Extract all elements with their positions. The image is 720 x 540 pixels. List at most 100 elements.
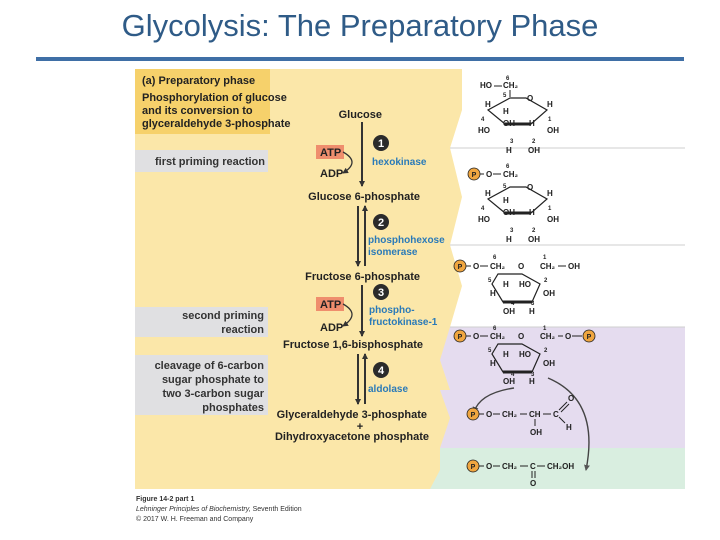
step-4-number: 4: [378, 365, 385, 377]
structure-label: 3: [531, 372, 535, 378]
figure-caption: Figure 14-2 part 1 Lehninger Principles …: [136, 495, 302, 525]
structure-label: 6: [506, 76, 510, 82]
step-1-enzyme: hexokinase: [372, 157, 427, 168]
structure-label: H: [547, 100, 553, 109]
structure-label: OH: [528, 146, 540, 155]
step-4-enzyme: aldolase: [368, 384, 408, 395]
structure-label: O: [473, 262, 479, 271]
bond-line: [342, 303, 353, 327]
caption-figure-number: Figure 14-2 part 1: [136, 496, 195, 503]
caption-copyright: © 2017 W. H. Freeman and Company: [136, 516, 254, 523]
structure-label: P: [458, 264, 463, 271]
structure-label: OH: [547, 126, 559, 135]
second-priming-label-line2: reaction: [221, 324, 264, 336]
step-3-atp: ATP: [320, 299, 341, 311]
structure-label: O: [530, 479, 536, 488]
structure-label: 6: [493, 255, 497, 261]
structure-label: O: [486, 410, 492, 419]
structure-label: H: [503, 350, 509, 359]
structure-band-g6p: [450, 148, 685, 245]
structure-label: 3: [510, 139, 514, 145]
structure-label: CH₂: [502, 462, 518, 471]
metabolite-fructose-1-6-bisphosphate: Fructose 1,6-bisphosphate: [283, 339, 423, 351]
structure-label: CH₂OH: [547, 462, 574, 471]
structure-label: O: [527, 94, 533, 103]
structure-label: C: [530, 462, 536, 471]
structure-label: CH: [529, 410, 541, 419]
structure-fructose-1-6-bisphosphate: P O CH₂ 6 O CH₂ 1 O P 5 2 H HO H OH 4 3 …: [453, 326, 596, 386]
structure-label: 4: [511, 372, 515, 378]
structure-label: HO: [478, 215, 490, 224]
caption-source: Lehninger Principles of Biochemistry, Se…: [136, 505, 302, 515]
structure-label: H: [566, 423, 572, 432]
bond-line: [342, 151, 353, 174]
first-priming-label: first priming reaction: [155, 156, 265, 168]
metabolite-fructose-6-phosphate: Fructose 6-phosphate: [305, 271, 420, 283]
structure-label: H: [547, 189, 553, 198]
structure-label: 5: [503, 93, 507, 99]
structure-band-f6p: [450, 245, 685, 327]
second-priming-label-line1: second priming: [182, 310, 264, 322]
structure-label: P: [472, 172, 477, 179]
cleavage-label-line2: sugar phosphate to: [162, 374, 264, 386]
cleavage-box: [135, 355, 268, 415]
bond-line: [558, 416, 566, 424]
structure-label: 2: [544, 278, 548, 284]
structure-label: H: [503, 107, 509, 116]
step-1-atp-highlight: [316, 145, 344, 159]
metabolite-glucose: Glucose: [339, 109, 382, 121]
structure-label: CH₂: [490, 262, 506, 271]
structure-label: OH: [503, 377, 515, 386]
step-3-circle: [373, 284, 389, 300]
step-1-circle: [373, 135, 389, 151]
panel-heading-box: [135, 69, 270, 134]
structure-label: OH: [503, 208, 515, 217]
structure-label: H: [490, 289, 496, 298]
structure-label: CH₂: [502, 410, 518, 419]
panel-subheading-line2: and its conversion to: [142, 105, 253, 117]
panel-heading: (a) Preparatory phase: [142, 75, 255, 87]
structure-label: OH: [547, 215, 559, 224]
second-priming-box: [135, 307, 268, 337]
structure-glucose: HO CH₂ 6 5 O H H H 4 1 OH H HO OH 3 2 H …: [478, 76, 559, 155]
structure-label: O: [518, 262, 524, 271]
step-3-atp-highlight: [316, 297, 344, 311]
step-3-adp: ADP: [320, 322, 343, 334]
structure-band-f16bp: [440, 327, 685, 390]
structure-label: P: [587, 334, 592, 341]
metabolite-plus: +: [357, 421, 363, 433]
structure-label: H: [529, 119, 535, 128]
structure-label: O: [565, 332, 571, 341]
structure-label: HO: [480, 81, 492, 90]
structure-label: O: [486, 170, 492, 179]
structure-label: OH: [543, 359, 555, 368]
structure-label: O: [527, 183, 533, 192]
structure-label: 4: [481, 117, 485, 123]
step-3-enzyme-line1: phospho-: [369, 305, 415, 316]
structure-label: H: [506, 235, 512, 244]
step-3-number: 3: [378, 287, 384, 299]
structure-label: 3: [531, 301, 535, 307]
structure-label: P: [471, 412, 476, 419]
metabolite-glyceraldehyde-3-phosphate: Glyceraldehyde 3-phosphate: [277, 409, 427, 421]
structure-label: C: [553, 410, 559, 419]
structure-label: P: [458, 334, 463, 341]
structure-label: H: [529, 208, 535, 217]
step-1-atp: ATP: [320, 147, 341, 159]
structure-label: CH₂: [490, 332, 506, 341]
step-4-circle: [373, 362, 389, 378]
structure-label: OH: [543, 289, 555, 298]
structure-label: O: [518, 332, 524, 341]
bond-line: [558, 401, 568, 411]
step-2-enzyme-line2: isomerase: [368, 247, 418, 258]
structure-label: 2: [544, 348, 548, 354]
metabolite-dhap: Dihydroxyacetone phosphate: [275, 431, 429, 443]
structure-label: 1: [548, 117, 552, 123]
metabolite-glucose-6-phosphate: Glucose 6-phosphate: [308, 191, 420, 203]
panel-subheading-line1: Phosphorylation of glucose: [142, 92, 287, 104]
structure-label: H: [503, 280, 509, 289]
step-2-number: 2: [378, 217, 384, 229]
structure-label: OH: [568, 262, 580, 271]
structure-label: 1: [543, 255, 547, 261]
